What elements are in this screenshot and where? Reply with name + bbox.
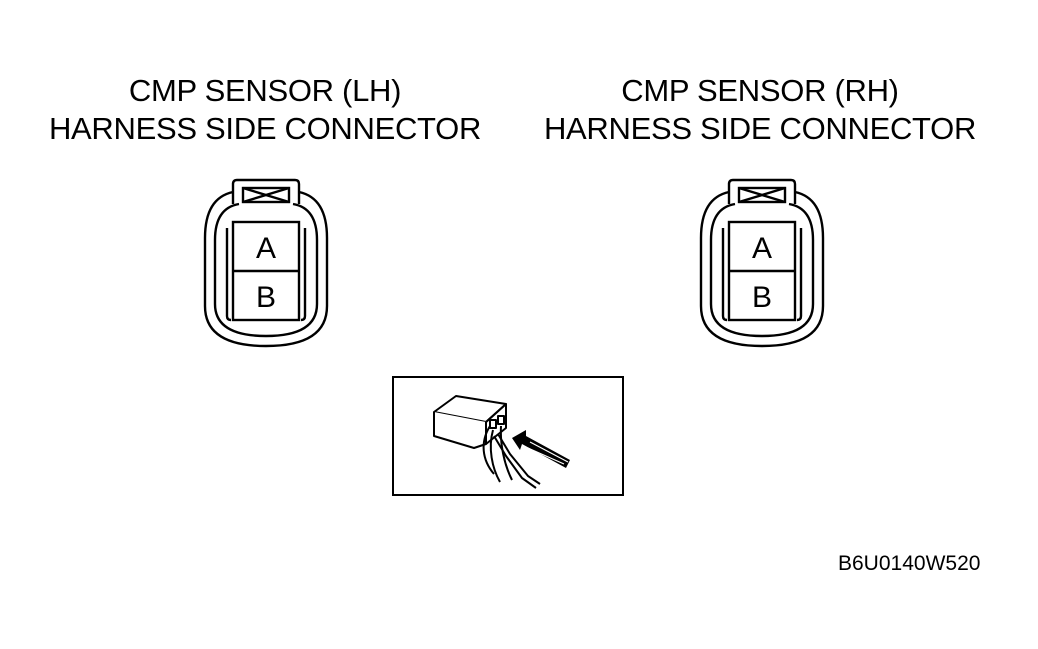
right-connector-face: A B bbox=[699, 178, 825, 348]
left-connector-title: CMP SENSOR (LH) HARNESS SIDE CONNECTOR bbox=[20, 72, 510, 148]
pin-a-label: A bbox=[752, 232, 772, 265]
back-probe-inset bbox=[392, 376, 624, 496]
pin-b-label: B bbox=[256, 281, 276, 314]
latch-box bbox=[241, 186, 291, 204]
figure-code: B6U0140W520 bbox=[838, 552, 981, 575]
right-title-line2: HARNESS SIDE CONNECTOR bbox=[543, 111, 977, 146]
left-title-line2: HARNESS SIDE CONNECTOR bbox=[48, 111, 482, 146]
right-connector-title: CMP SENSOR (RH) HARNESS SIDE CONNECTOR bbox=[515, 72, 1005, 148]
pin-b-label: B bbox=[752, 281, 772, 314]
left-title-line1: CMP SENSOR (LH) bbox=[128, 73, 402, 108]
back-probe-connector-icon bbox=[433, 395, 570, 489]
left-connector-face: A B bbox=[203, 178, 329, 348]
pin-a-label: A bbox=[256, 232, 276, 265]
right-title-line1: CMP SENSOR (RH) bbox=[621, 73, 899, 108]
latch-box bbox=[737, 186, 787, 204]
